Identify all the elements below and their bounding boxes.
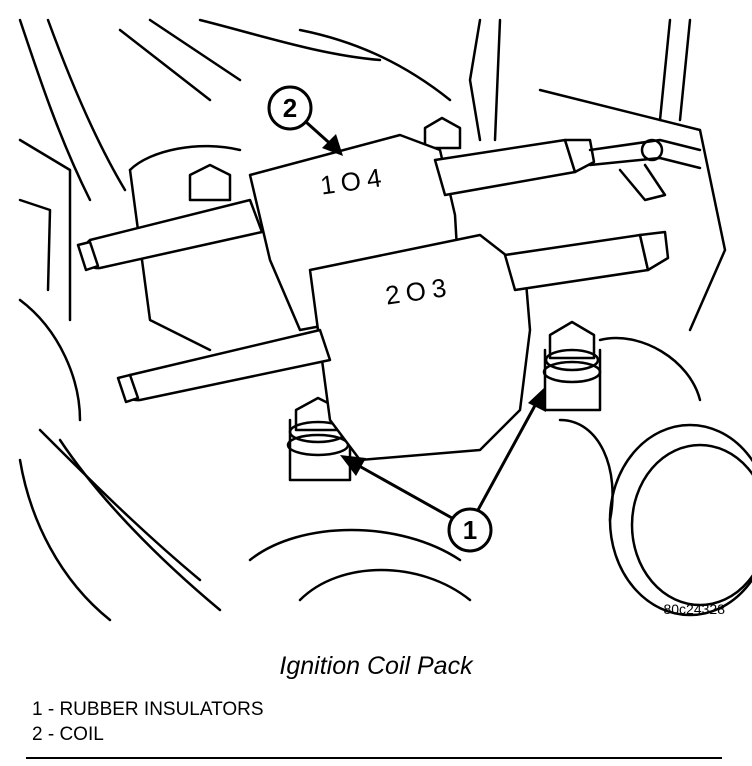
figure-caption: Ignition Coil Pack [279,652,473,680]
coil-lower [116,230,670,462]
engine-illustration: 1O4 2O3 2 1 80c24328 [18,18,752,622]
bottom-rule [26,757,722,759]
legend-item-2: 2 - COIL [32,724,104,745]
legend-item-1: 1 - RUBBER INSULATORS [32,699,264,720]
hose-fitting [588,138,702,202]
engine-background [18,18,752,622]
callout-2: 2 [267,85,343,156]
callout-2-number: 2 [283,93,297,123]
callout-1: 1 [340,387,546,553]
figure-id: 80c24328 [663,601,725,617]
callout-1-number: 1 [463,515,477,545]
